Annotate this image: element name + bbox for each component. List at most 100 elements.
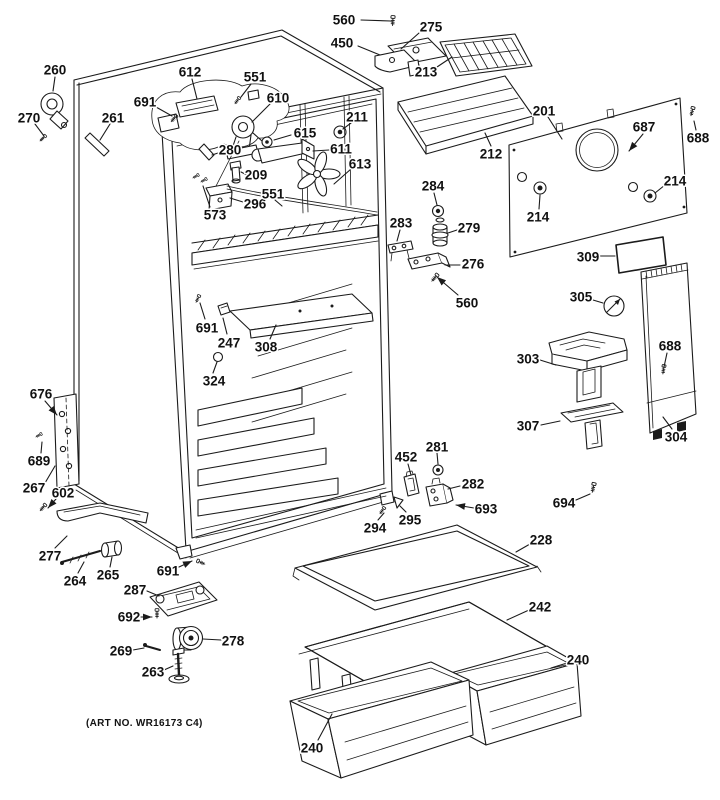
- bracket-611: [251, 138, 315, 164]
- part-label-270: 270: [18, 111, 41, 126]
- leader-265: [109, 556, 113, 568]
- part-label-602: 602: [52, 486, 75, 501]
- art-number: (ART NO. WR16173 C4): [86, 718, 203, 729]
- bottom-right-hinge-group: [378, 464, 454, 516]
- arrowhead-560: [437, 277, 447, 286]
- part-label-260: 260: [44, 63, 67, 78]
- name-plate-309: [615, 236, 667, 274]
- fan-blade-613: [297, 151, 341, 197]
- ring-324: [212, 351, 224, 363]
- part-label-693: 693: [475, 502, 498, 517]
- screw-688a: [688, 105, 696, 117]
- part-label-240: 240: [301, 741, 324, 756]
- shelf-308-group: [194, 293, 374, 363]
- leader-613: [333, 168, 352, 185]
- pin-269: [145, 645, 161, 651]
- part-label-676: 676: [30, 387, 53, 402]
- part-label-214: 214: [527, 210, 550, 225]
- leader-612: [191, 78, 198, 100]
- part-label-269: 269: [110, 644, 133, 659]
- arrowhead-602: [48, 499, 57, 508]
- leader-261: [99, 123, 111, 141]
- part-label-281: 281: [426, 440, 449, 455]
- part-label-276: 276: [462, 257, 485, 272]
- part-label-551: 551: [262, 187, 285, 202]
- part-label-284: 284: [422, 179, 445, 194]
- leader-214: [538, 194, 541, 210]
- part-label-305: 305: [570, 290, 593, 305]
- leader-283: [396, 229, 401, 242]
- leader-296: [229, 197, 244, 203]
- part-label-694: 694: [553, 496, 576, 511]
- part-label-211: 211: [346, 110, 368, 125]
- part-label-615: 615: [294, 126, 317, 141]
- part-label-294: 294: [364, 521, 387, 536]
- top-left-parts: [38, 92, 110, 157]
- arrowhead-687: [629, 141, 638, 151]
- leader-212: [484, 132, 492, 147]
- hinge-282: [425, 477, 454, 507]
- part-label-560: 560: [456, 296, 479, 311]
- leader-211: [342, 122, 352, 130]
- part-label-612: 612: [179, 65, 202, 80]
- leader-209: [240, 171, 248, 176]
- part-label-209: 209: [245, 168, 268, 183]
- leader-242: [506, 609, 530, 621]
- leader-551: [274, 199, 283, 207]
- part-label-212: 212: [480, 147, 503, 162]
- bottom-left-parts: [56, 502, 218, 684]
- part-label-279: 279: [458, 221, 481, 236]
- part-label-691: 691: [196, 321, 219, 336]
- clip-295: [393, 496, 404, 509]
- leader-294: [377, 512, 385, 521]
- part-label-560: 560: [333, 13, 356, 28]
- part-label-264: 264: [64, 574, 87, 589]
- leader-279: [447, 229, 458, 234]
- part-label-295: 295: [399, 513, 422, 528]
- part-label-201: 201: [533, 104, 556, 119]
- evaporator-212: [397, 75, 534, 155]
- leader-247: [222, 317, 228, 335]
- wire-shelf-228: [292, 524, 542, 611]
- part-label-688: 688: [659, 339, 682, 354]
- part-label-307: 307: [517, 419, 540, 434]
- leader-308: [269, 324, 277, 340]
- screw-694: [589, 481, 597, 494]
- box-296: [205, 183, 233, 211]
- mid-hinge-group: [387, 204, 451, 283]
- leader-270: [34, 123, 45, 137]
- fan-motor-610: [213, 115, 263, 191]
- leader-304: [662, 416, 673, 430]
- screw-691d: [195, 558, 206, 567]
- leader-267: [44, 465, 56, 484]
- leader-275: [400, 32, 420, 50]
- part-label-452: 452: [395, 450, 418, 465]
- leader-688: [693, 120, 697, 131]
- part-label-265: 265: [97, 568, 120, 583]
- grommet-615: [261, 136, 273, 148]
- grommet-211: [333, 125, 347, 139]
- leader-228: [515, 543, 531, 553]
- left-hinge-plate-267: [34, 393, 80, 513]
- lamp-209: [229, 160, 242, 184]
- part-label-263: 263: [142, 665, 165, 680]
- leader-263: [163, 665, 174, 671]
- roller-265: [100, 540, 123, 558]
- part-label-280: 280: [219, 143, 242, 158]
- leader-260: [52, 76, 56, 92]
- part-label-692: 692: [118, 610, 141, 625]
- support-307: [560, 402, 624, 450]
- part-label-213: 213: [415, 65, 438, 80]
- part-label-450: 450: [331, 36, 354, 51]
- roller-260: [40, 92, 64, 116]
- part-label-303: 303: [517, 352, 540, 367]
- leader-284: [433, 192, 438, 206]
- leader-689: [40, 441, 43, 454]
- arrowhead-693: [456, 503, 466, 510]
- part-label-304: 304: [665, 430, 688, 445]
- leader-688: [663, 352, 668, 368]
- part-label-214: 214: [664, 174, 687, 189]
- leader-240: [317, 713, 333, 741]
- grommet-214b: [643, 189, 657, 203]
